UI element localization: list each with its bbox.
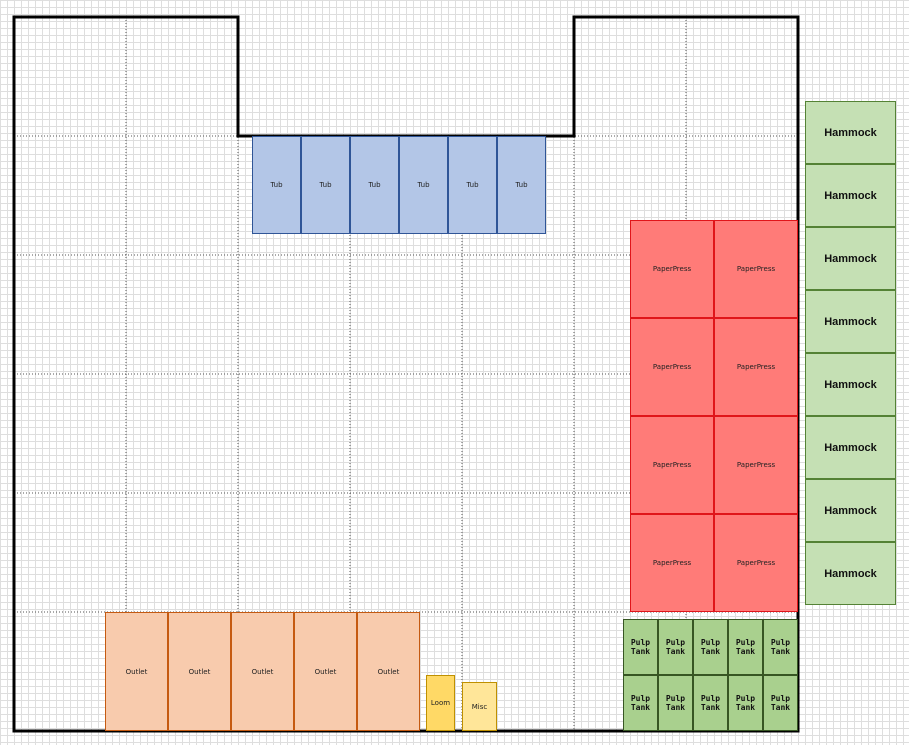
paper-press[interactable]: PaperPress (714, 514, 798, 612)
outlet[interactable]: Outlet (294, 612, 357, 731)
loom[interactable]: Loom (426, 675, 455, 731)
pulp-tank[interactable]: Pulp Tank (763, 619, 798, 675)
outlet[interactable]: Outlet (168, 612, 231, 731)
pulp-tank[interactable]: Pulp Tank (693, 675, 728, 731)
hammock[interactable]: Hammock (805, 290, 896, 353)
pulp-tank[interactable]: Pulp Tank (658, 619, 693, 675)
tub[interactable]: Tub (350, 136, 399, 234)
paper-press[interactable]: PaperPress (714, 318, 798, 416)
misc[interactable]: Misc (462, 682, 497, 731)
pulp-tank[interactable]: Pulp Tank (763, 675, 798, 731)
hammock[interactable]: Hammock (805, 479, 896, 542)
tub[interactable]: Tub (399, 136, 448, 234)
hammock[interactable]: Hammock (805, 164, 896, 227)
paper-press[interactable]: PaperPress (630, 416, 714, 514)
tub[interactable]: Tub (301, 136, 350, 234)
pulp-tank[interactable]: Pulp Tank (658, 675, 693, 731)
pulp-tank[interactable]: Pulp Tank (693, 619, 728, 675)
pulp-tank[interactable]: Pulp Tank (623, 675, 658, 731)
tub[interactable]: Tub (448, 136, 497, 234)
paper-press[interactable]: PaperPress (630, 220, 714, 318)
hammock[interactable]: Hammock (805, 542, 896, 605)
outlet[interactable]: Outlet (231, 612, 294, 731)
hammock[interactable]: Hammock (805, 416, 896, 479)
building-outline (12, 15, 800, 733)
paper-press[interactable]: PaperPress (714, 220, 798, 318)
hammock[interactable]: Hammock (805, 101, 896, 164)
outlet[interactable]: Outlet (105, 612, 168, 731)
paper-press[interactable]: PaperPress (630, 318, 714, 416)
tub[interactable]: Tub (252, 136, 301, 234)
paper-press[interactable]: PaperPress (714, 416, 798, 514)
pulp-tank[interactable]: Pulp Tank (728, 619, 763, 675)
pulp-tank[interactable]: Pulp Tank (728, 675, 763, 731)
tub[interactable]: Tub (497, 136, 546, 234)
paper-press[interactable]: PaperPress (630, 514, 714, 612)
outlet[interactable]: Outlet (357, 612, 420, 731)
pulp-tank[interactable]: Pulp Tank (623, 619, 658, 675)
hammock[interactable]: Hammock (805, 227, 896, 290)
hammock[interactable]: Hammock (805, 353, 896, 416)
